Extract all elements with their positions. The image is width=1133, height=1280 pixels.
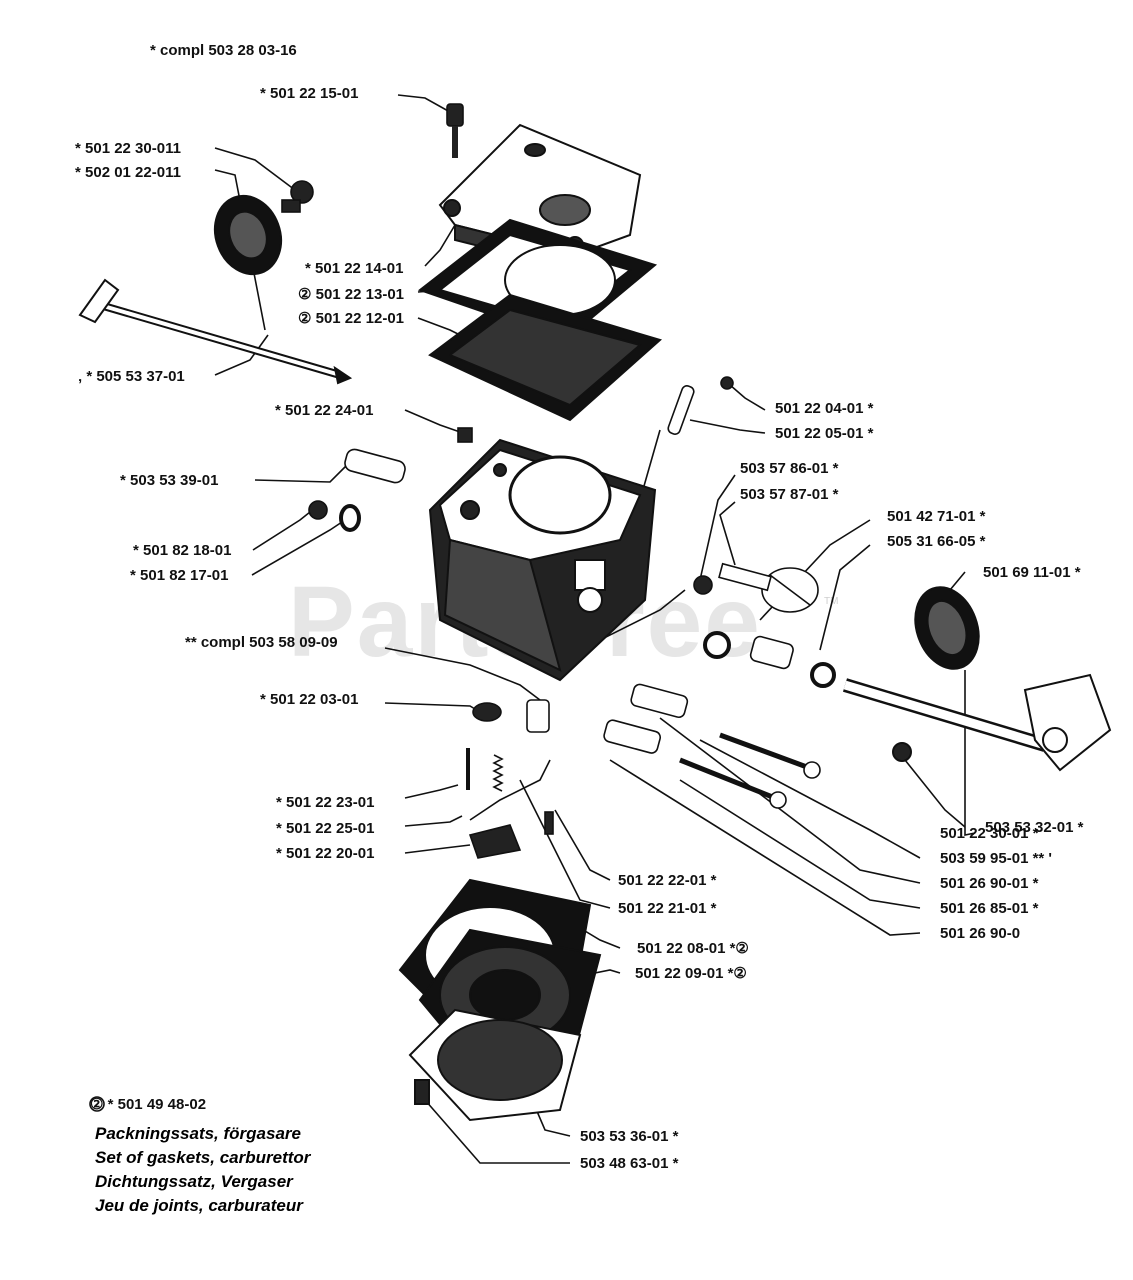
gasket-set-title-sv: Packningssats, förgasare	[95, 1124, 301, 1143]
part-label: * 503 53 39-01	[120, 472, 219, 489]
gasket-set-code: ② * 501 49 48-02	[90, 1096, 207, 1113]
gasket-set-title-de: Dichtungssatz, Vergaser	[95, 1172, 293, 1191]
header-compl-note: * compl 503 28 03-16	[150, 42, 297, 59]
part-label: * 501 82 17-01	[130, 567, 229, 584]
part-label: 501 26 85-01 *	[940, 900, 1039, 917]
part-label: * 501 22 30-011	[75, 140, 181, 157]
part-label: * 501 22 14-01	[305, 260, 404, 277]
part-label: 501 42 71-01 *	[887, 508, 986, 525]
part-label: 505 31 66-05 *	[887, 533, 986, 550]
part-label: 501 22 08-01 *②	[637, 940, 749, 957]
part-label: 501 26 90-0	[940, 925, 1021, 942]
part-label: 501 69 11-01 *	[983, 564, 1081, 581]
part-label: * 501 22 25-01	[276, 820, 375, 837]
part-label: ② 501 22 12-01	[298, 310, 405, 327]
part-label: 503 59 95-01 ** '	[940, 850, 1052, 867]
part-label: * 501 82 18-01	[133, 542, 232, 559]
part-label: 503 57 87-01 *	[740, 486, 839, 503]
part-label: 501 22 21-01 *	[618, 900, 717, 917]
part-label: 501 22 04-01 *	[775, 400, 874, 417]
part-label: * 502 01 22-011	[75, 164, 181, 181]
part-label: ** compl 503 58 09-09	[185, 634, 338, 651]
part-label: 503 53 32-01 *	[985, 819, 1084, 836]
part-label: * 501 22 15-01	[260, 85, 359, 102]
part-label: * 501 22 23-01	[276, 794, 375, 811]
part-label: ② 501 22 13-01	[298, 286, 405, 303]
part-label: 501 22 30-01 *	[940, 825, 1039, 842]
gasket-set-title-en: Set of gaskets, carburettor	[95, 1148, 311, 1167]
watermark-trademark: TM	[824, 596, 839, 607]
part-label: * 501 22 24-01	[275, 402, 374, 419]
gasket-set-title-fr: Jeu de joints, carburateur	[95, 1196, 303, 1215]
part-label: 501 22 22-01 *	[618, 872, 717, 889]
part-label: 503 57 86-01 *	[740, 460, 839, 477]
part-label: 503 48 63-01 *	[580, 1155, 679, 1172]
part-label: * 501 22 20-01	[276, 845, 375, 862]
part-label: * 501 22 03-01	[260, 691, 359, 708]
part-label: ‚ * 505 53 37-01	[78, 368, 185, 385]
part-label: 503 53 36-01 *	[580, 1128, 679, 1145]
part-label: 501 22 05-01 *	[775, 425, 874, 442]
part-label: 501 26 90-01 *	[940, 875, 1039, 892]
part-label: 501 22 09-01 *②	[635, 965, 747, 982]
